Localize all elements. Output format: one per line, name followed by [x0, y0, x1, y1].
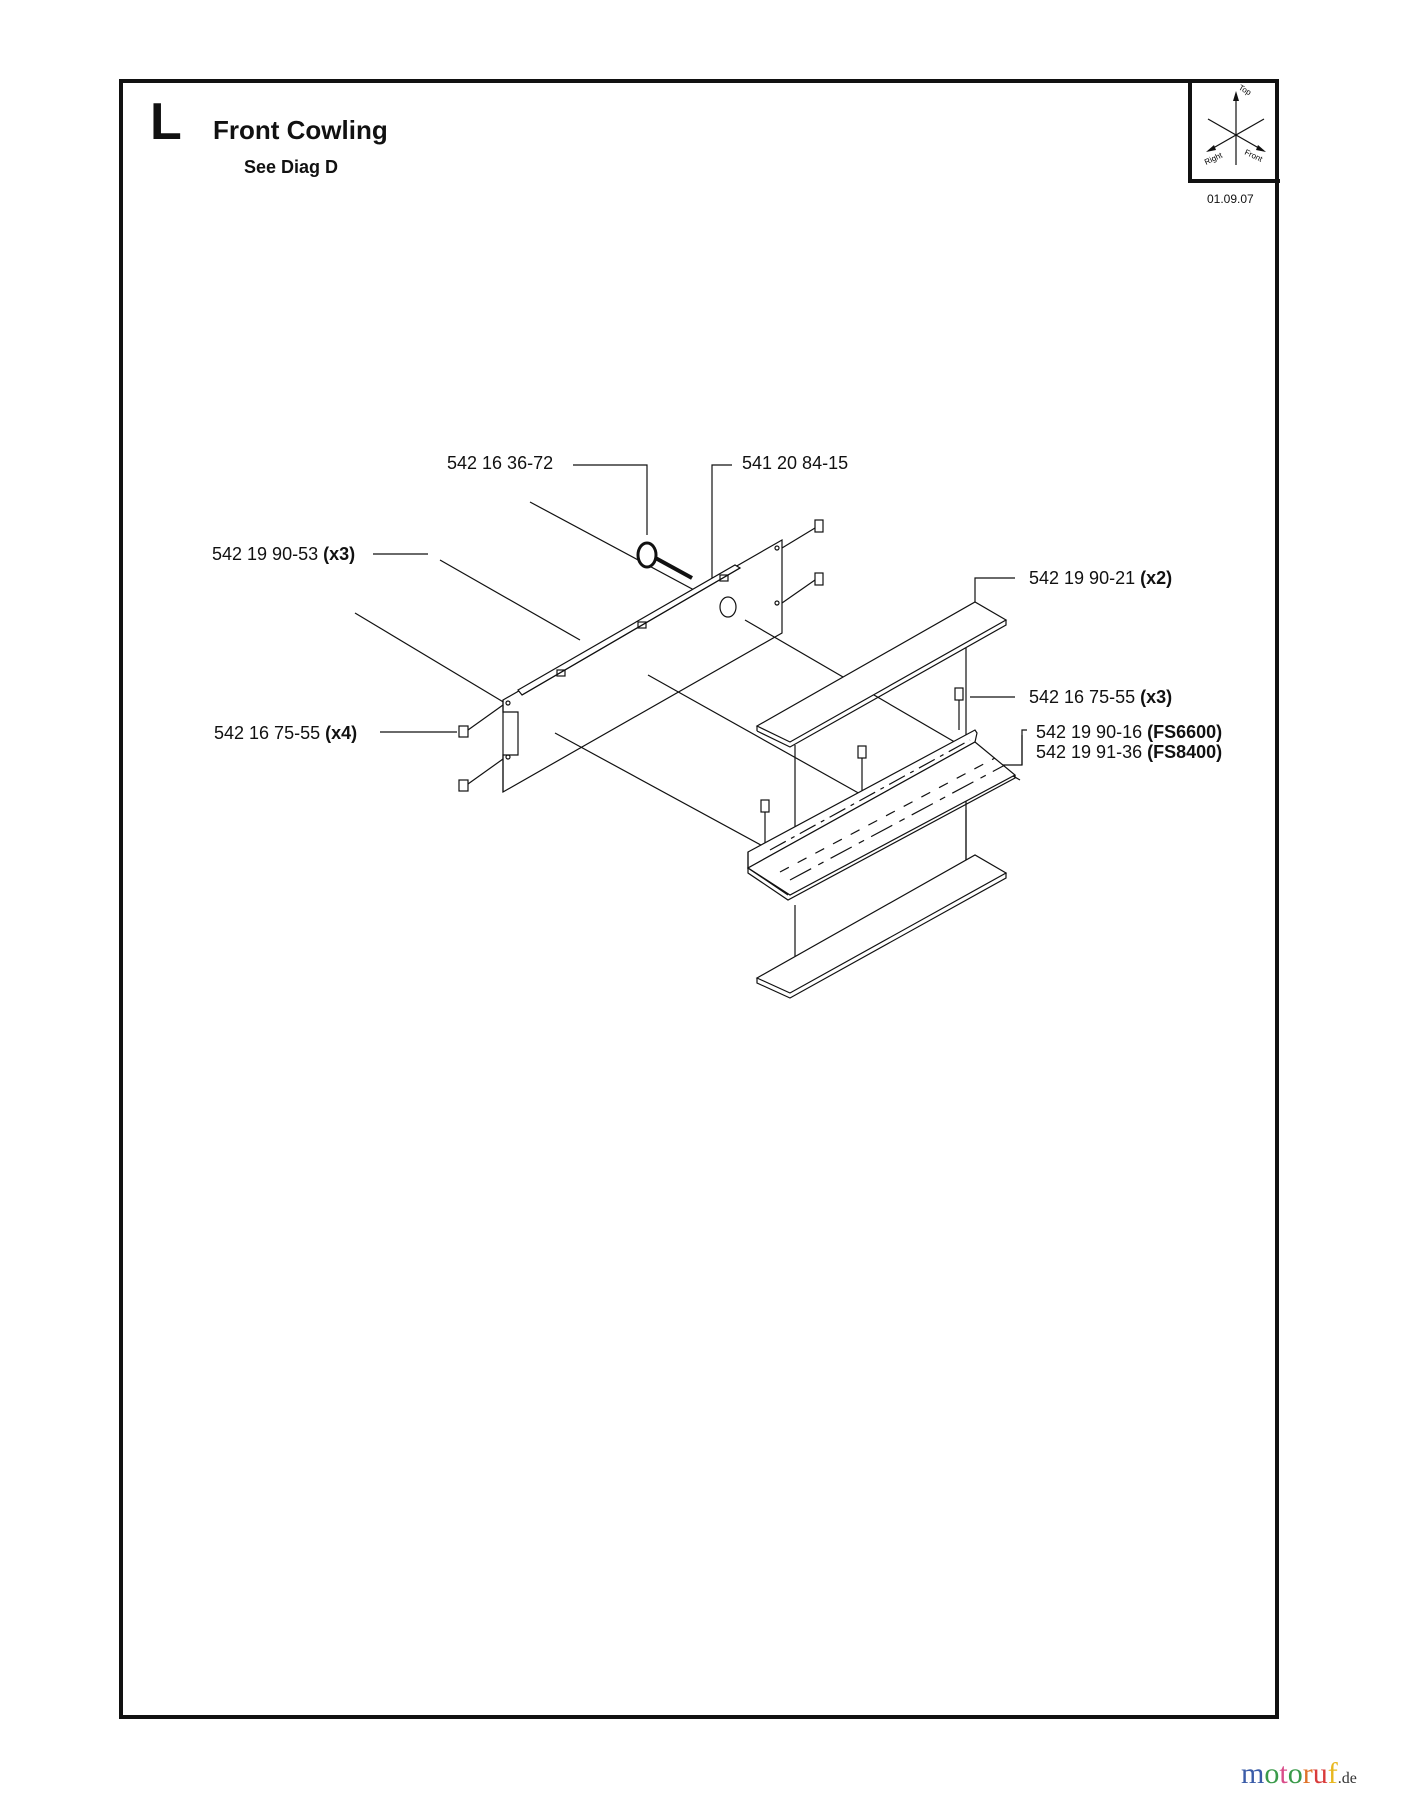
part-quantity: (FS8400) [1147, 742, 1223, 762]
part-quantity: (x3) [323, 544, 356, 564]
callout-542-19-90-53: 542 19 90-53 (x3) [212, 544, 355, 564]
watermark-letter: r [1302, 1757, 1313, 1790]
part-number: 542 19 91-36 [1036, 742, 1143, 762]
part-number: 542 19 90-16 [1036, 722, 1143, 742]
diagram-title: Front Cowling [213, 115, 388, 145]
watermark-letter: t [1279, 1757, 1288, 1790]
part-number: 541 20 84-15 [742, 453, 849, 473]
callout-542-16-36-72: 542 16 36-72 [447, 453, 553, 473]
watermark-letter: u [1312, 1757, 1328, 1790]
callout-542-19-90-16: 542 19 90-16 (FS6600) [1036, 722, 1222, 742]
part-number: 542 16 75-55 [1029, 687, 1136, 707]
orientation-box: Top Right Front [1188, 79, 1280, 183]
watermark-letter: f [1327, 1757, 1338, 1790]
callout-542-19-90-21: 542 19 90-21 (x2) [1029, 568, 1172, 588]
watermark-letter: m [1241, 1757, 1265, 1790]
part-quantity: (x4) [325, 723, 358, 743]
callout-542-16-75-55-x3: 542 16 75-55 (x3) [1029, 687, 1172, 707]
part-quantity: (FS6600) [1147, 722, 1223, 742]
part-number: 542 19 90-21 [1029, 568, 1136, 588]
callout-542-19-91-36: 542 19 91-36 (FS8400) [1036, 742, 1222, 762]
watermark-suffix: .de [1337, 1770, 1357, 1787]
part-number: 542 16 36-72 [447, 453, 554, 473]
part-quantity: (x3) [1140, 687, 1173, 707]
part-quantity: (x2) [1140, 568, 1173, 588]
section-letter: L [150, 93, 182, 151]
watermark-logo: motoruf.de [1241, 1757, 1357, 1791]
axis-orientation-icon: Top Right Front [1203, 83, 1266, 167]
callout-541-20-84-15: 541 20 84-15 [742, 453, 848, 473]
revision-date: 01.09.07 [1207, 192, 1254, 206]
diagram-frame [119, 79, 1279, 1719]
part-number: 542 16 75-55 [214, 723, 321, 743]
watermark-letter: o [1264, 1757, 1280, 1790]
diagram-reference: See Diag D [244, 157, 339, 177]
callout-542-16-75-55-x4: 542 16 75-55 (x4) [214, 723, 357, 743]
watermark-letter: o [1287, 1757, 1303, 1790]
part-number: 542 19 90-53 [212, 544, 319, 564]
